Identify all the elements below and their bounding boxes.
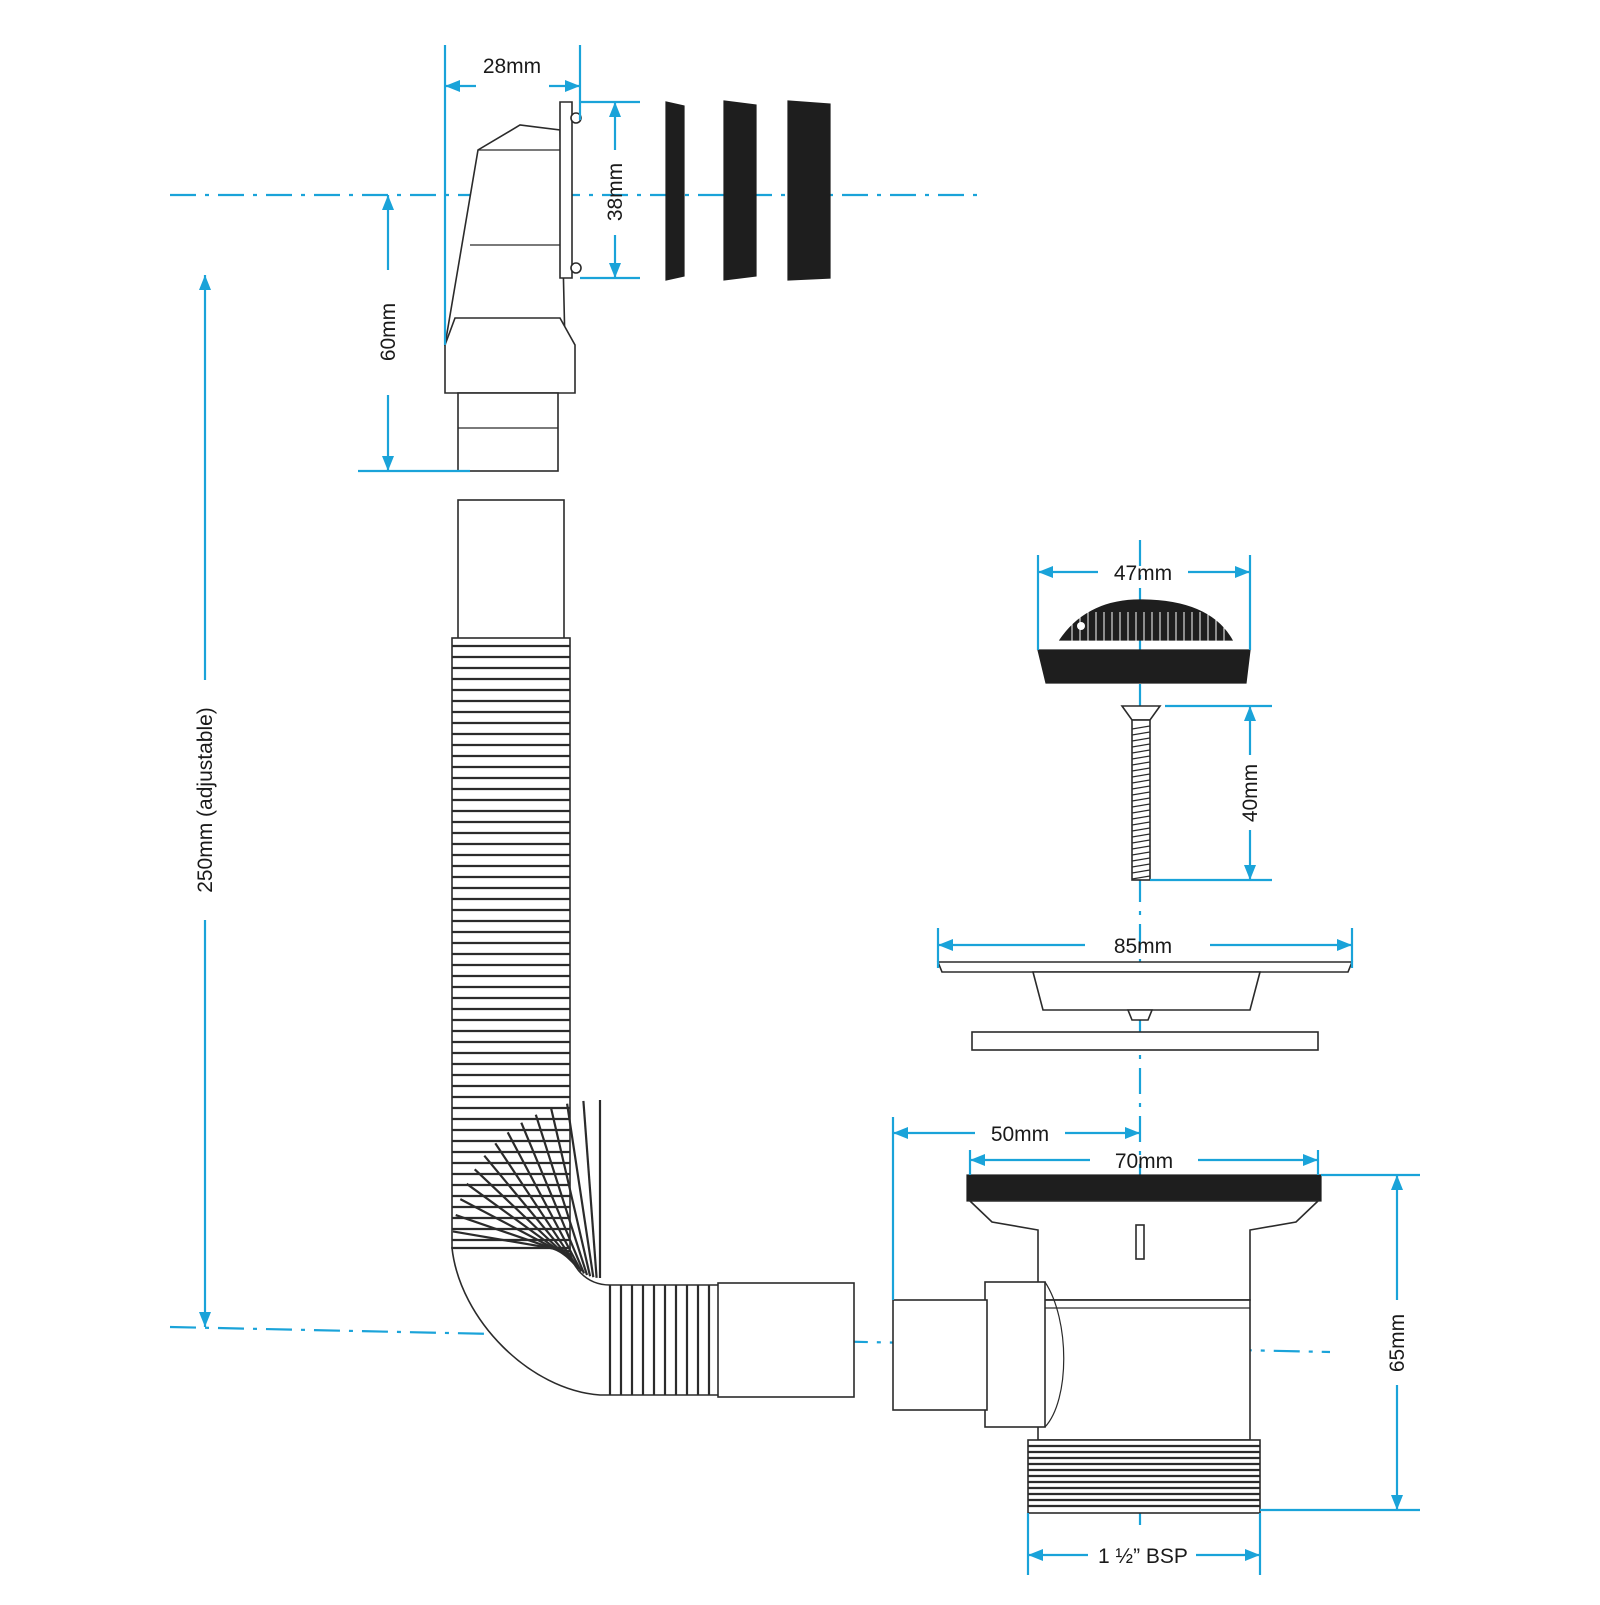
screw-thread <box>1131 809 1151 814</box>
screw-thread <box>1131 797 1151 802</box>
label-flange-width: 85mm <box>1114 935 1172 958</box>
label-body-width: 70mm <box>1115 1150 1173 1173</box>
screw-thread <box>1131 773 1151 778</box>
screw-thread <box>1131 863 1151 868</box>
dim-thread-size: 1 ½” BSP <box>1026 1513 1262 1575</box>
screw-thread <box>1131 833 1151 838</box>
hose-bend-rib <box>473 1168 576 1265</box>
screw-thread <box>1131 827 1151 832</box>
label-outlet-offset: 50mm <box>991 1123 1049 1146</box>
screw-thread <box>1131 749 1151 754</box>
dim-outlet-offset: 50mm <box>891 1117 1140 1300</box>
dim-plug-width: 47mm <box>1036 555 1252 650</box>
label-plug-width: 47mm <box>1114 562 1172 585</box>
screw-thread <box>1131 725 1151 730</box>
dim-hose-length: 250mm (adjustable) <box>194 275 217 1327</box>
screw-thread <box>1131 743 1151 748</box>
hose-bend-rib <box>494 1142 580 1270</box>
label-thread-size: 1 ½” BSP <box>1098 1545 1188 1568</box>
hose-bend-rib <box>459 1198 573 1259</box>
screw-thread <box>1131 821 1151 826</box>
screw-thread <box>1131 875 1151 880</box>
screw-thread <box>1131 785 1151 790</box>
overflow-head <box>444 101 582 472</box>
dim-body-height: 65mm <box>1260 1173 1420 1512</box>
screw-thread <box>1131 737 1151 742</box>
waste-body <box>892 1174 1322 1514</box>
overflow-gasket-thick <box>787 100 831 281</box>
label-screw-length: 40mm <box>1239 764 1262 822</box>
hose-bend-rib <box>582 1100 598 1278</box>
hose-bend-rib <box>466 1182 574 1262</box>
hose-bend-rib <box>520 1122 586 1274</box>
hose-bend-rib <box>534 1114 589 1276</box>
screw-thread <box>1131 779 1151 784</box>
hose-bend-rib <box>566 1103 595 1278</box>
overflow-gasket-medium <box>723 100 757 281</box>
overflow-gasket-thin <box>665 101 685 281</box>
screw-thread <box>1131 857 1151 862</box>
label-overflow-depth: 60mm <box>377 303 400 361</box>
flange-washer <box>971 1031 1319 1051</box>
strainer-flange <box>936 961 1354 1021</box>
screw-thread <box>1131 869 1151 874</box>
hose-bend-rib <box>506 1131 583 1273</box>
screw-thread <box>1131 839 1151 844</box>
flexible-hose <box>451 499 855 1398</box>
label-overflow-height: 38mm <box>604 163 627 221</box>
screw <box>1120 705 1162 881</box>
dim-overflow-depth: 60mm <box>358 195 470 473</box>
dim-overflow-height: 38mm <box>580 100 640 280</box>
hose-bend-rib <box>550 1108 592 1277</box>
hose-bend-rib <box>483 1154 578 1268</box>
screw-thread <box>1131 761 1151 766</box>
dim-body-width: 70mm <box>968 1150 1320 1175</box>
screw-thread <box>1131 731 1151 736</box>
screw-thread <box>1131 755 1151 760</box>
dim-flange-width: 85mm <box>936 928 1354 968</box>
label-hose-length: 250mm (adjustable) <box>194 707 217 893</box>
label-body-height: 65mm <box>1386 1314 1409 1372</box>
dim-overflow-width: 28mm <box>443 45 582 345</box>
screw-thread <box>1131 791 1151 796</box>
label-overflow-width: 28mm <box>483 55 541 78</box>
screw-thread <box>1131 803 1151 808</box>
plug <box>1037 599 1251 684</box>
screw-thread <box>1131 815 1151 820</box>
screw-thread <box>1131 851 1151 856</box>
screw-thread <box>1131 767 1151 772</box>
screw-thread <box>1131 845 1151 850</box>
dim-screw-length: 40mm <box>1150 704 1272 882</box>
